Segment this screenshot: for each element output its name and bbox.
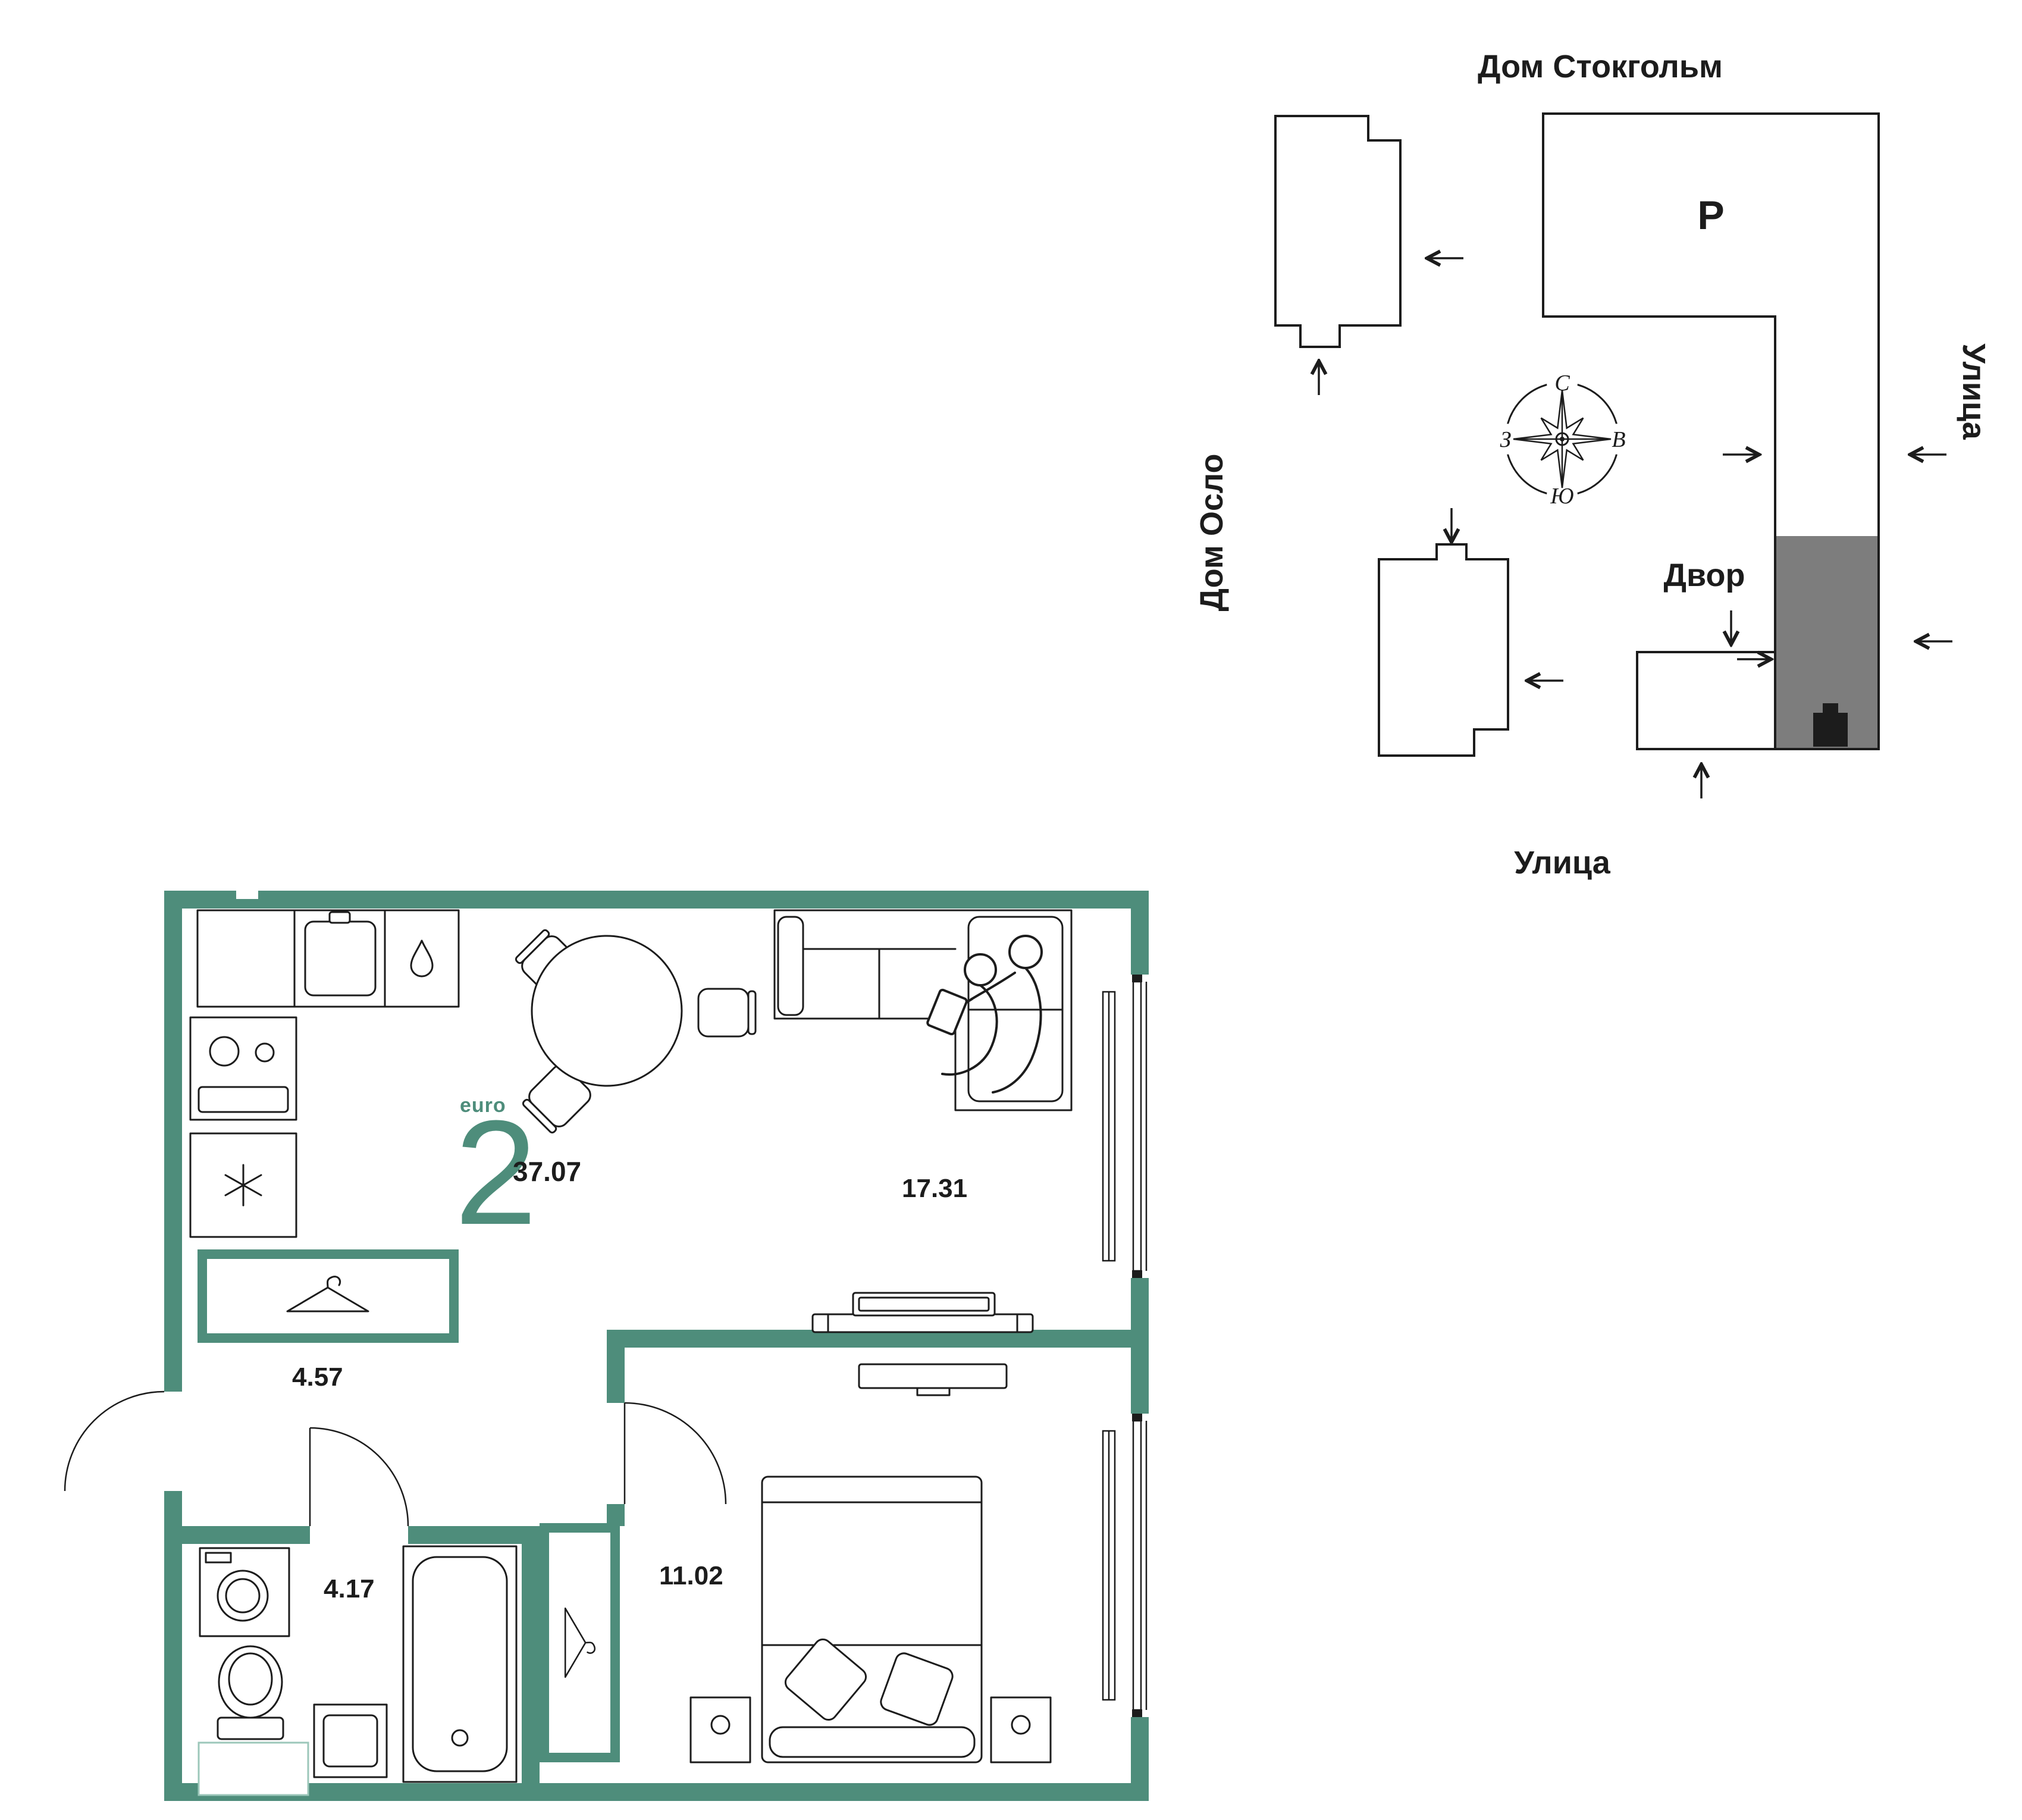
blanket-roll	[769, 1726, 976, 1758]
pillow	[880, 1652, 954, 1726]
label-street-bottom: Улица	[1514, 845, 1611, 881]
kitchen-counter	[196, 909, 460, 1008]
building-subject-highlight	[1776, 536, 1877, 748]
toilet	[217, 1645, 284, 1740]
compass-rose: С Ю З В	[1490, 367, 1634, 511]
wardrobe-hallway	[198, 1249, 459, 1343]
bathroom-shaft	[198, 1741, 309, 1796]
walls	[164, 891, 1149, 1801]
area-living-kitchen: 17.31	[902, 1174, 967, 1203]
building-neighbor-south	[1636, 651, 1776, 750]
apartment-format-label: euro	[460, 1094, 506, 1117]
washing-machine	[199, 1547, 290, 1637]
bedroom-door	[623, 1402, 727, 1505]
compass-south: Ю	[1550, 484, 1573, 509]
window-living	[1102, 975, 1148, 1278]
pillow	[784, 1638, 867, 1721]
nightstand-right	[990, 1696, 1052, 1763]
compass-east: В	[1612, 427, 1625, 452]
area-bathroom: 4.17	[324, 1574, 375, 1603]
apartment-total-area: 37.07	[513, 1156, 581, 1187]
bed	[761, 1476, 983, 1763]
area-hall: 4.57	[292, 1362, 343, 1392]
sofa	[773, 909, 1073, 1111]
nightstand-left	[689, 1696, 751, 1763]
window-bedroom	[1102, 1414, 1148, 1717]
label-street-right: Улица	[1956, 343, 1992, 440]
people-on-sofa	[926, 935, 1043, 1094]
site-plan: Дом Стокгольм Дом Осло Улица Двор Улица …	[1194, 49, 1992, 881]
water-drop-icon	[410, 939, 434, 978]
wardrobe-bedroom	[540, 1523, 620, 1762]
apartment-rooms-count: 2	[454, 1089, 537, 1255]
label-courtyard: Двор	[1664, 557, 1745, 593]
bathroom-door	[309, 1427, 409, 1527]
area-bedroom: 11.02	[659, 1561, 723, 1590]
stove	[189, 1016, 297, 1121]
wall-shaft-notch	[236, 891, 258, 899]
subject-house-icon	[1813, 703, 1848, 747]
building-neighbor-north	[1274, 115, 1402, 348]
kitchen-faucet	[328, 911, 351, 924]
bathtub	[402, 1545, 518, 1783]
floor-plan: euro 2 37.07 17.31 4.57 4.17 11.02	[64, 891, 1149, 1801]
book	[926, 988, 968, 1036]
label-house-oslo: Дом Осло	[1194, 454, 1230, 612]
chair	[697, 988, 757, 1038]
building-oslo	[1378, 543, 1509, 757]
label-house-stockholm: Дом Стокгольм	[1478, 49, 1723, 84]
tv-bedroom	[858, 1363, 1008, 1396]
bathroom-sink	[313, 1703, 388, 1778]
parking-letter: Р	[1697, 193, 1724, 238]
fridge	[189, 1132, 297, 1238]
compass-north: С	[1554, 371, 1570, 396]
entrance-door-arc	[64, 1390, 165, 1492]
kitchen-sink	[304, 920, 377, 997]
compass-west: З	[1500, 427, 1512, 452]
tv-living	[811, 1292, 1034, 1333]
snowflake-icon	[224, 1164, 262, 1207]
dining-table	[512, 926, 757, 1136]
